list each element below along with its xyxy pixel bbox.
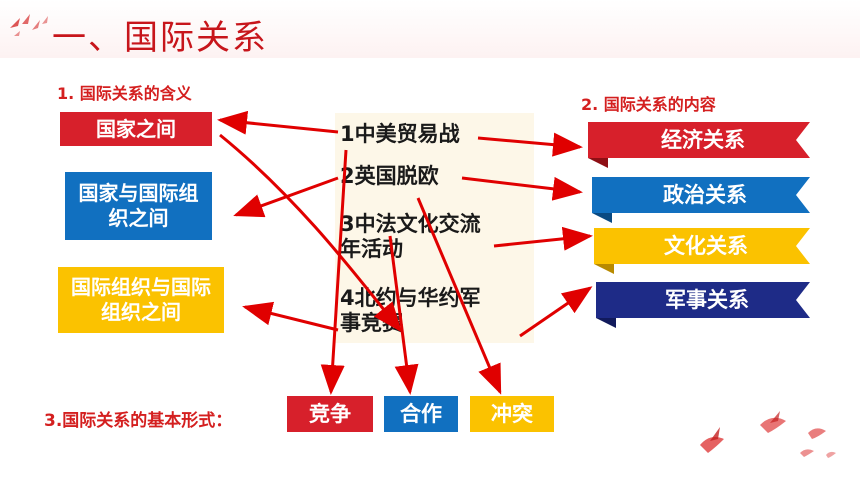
arrow-arms-to-orgs (242, 301, 339, 332)
section1-heading: 1. 国际关系的含义 (57, 84, 192, 103)
red-bird-decoration-icon (10, 14, 48, 36)
ribbon-political-label: 政治关系 (663, 183, 747, 207)
arrow-brexit-to-political (461, 176, 583, 201)
box-between-states: 国家之间 (60, 112, 212, 146)
arrow-tradewar-to-cooperation (388, 235, 419, 395)
form-cooperation: 合作 (384, 396, 458, 432)
arrow-cultural-to-cultural (493, 226, 593, 251)
example-brexit: 2英国脱欧 (340, 164, 439, 188)
ribbon-cultural (594, 228, 810, 274)
red-bird-decoration-icon (700, 411, 836, 458)
title-bar (0, 0, 860, 58)
arrow-tradewar-to-competition (320, 149, 348, 395)
ribbon-military (596, 282, 810, 328)
page-title: 一、国际关系 (52, 18, 268, 58)
ribbon-military-label: 军事关系 (665, 288, 749, 312)
arrow-states-curve (219, 133, 402, 333)
arrow-brexit-to-conflict (416, 197, 502, 395)
example-cultural-exchange: 3中法文化交流年活动 (340, 212, 481, 261)
example-trade-war: 1中美贸易战 (340, 122, 460, 146)
arrow-tradewar-to-states (217, 110, 339, 135)
ribbon-cultural-label: 文化关系 (664, 234, 748, 258)
section3-heading: 3.国际关系的基本形式： (44, 411, 233, 431)
section2-heading: 2. 国际关系的内容 (581, 95, 716, 114)
box-state-and-intl-org: 国家与国际组织之间 (65, 172, 212, 240)
ribbon-economic-label: 经济关系 (661, 128, 745, 152)
ribbon-political (592, 177, 810, 223)
arrow-arms-to-military (519, 286, 593, 338)
form-conflict: 冲突 (470, 396, 554, 432)
examples-panel (335, 113, 534, 343)
arrow-tradewar-to-economic (477, 132, 583, 157)
ribbon-economic (588, 122, 810, 168)
form-competition: 竞争 (287, 396, 373, 432)
box-between-intl-orgs: 国际组织与国际组织之间 (58, 267, 224, 333)
